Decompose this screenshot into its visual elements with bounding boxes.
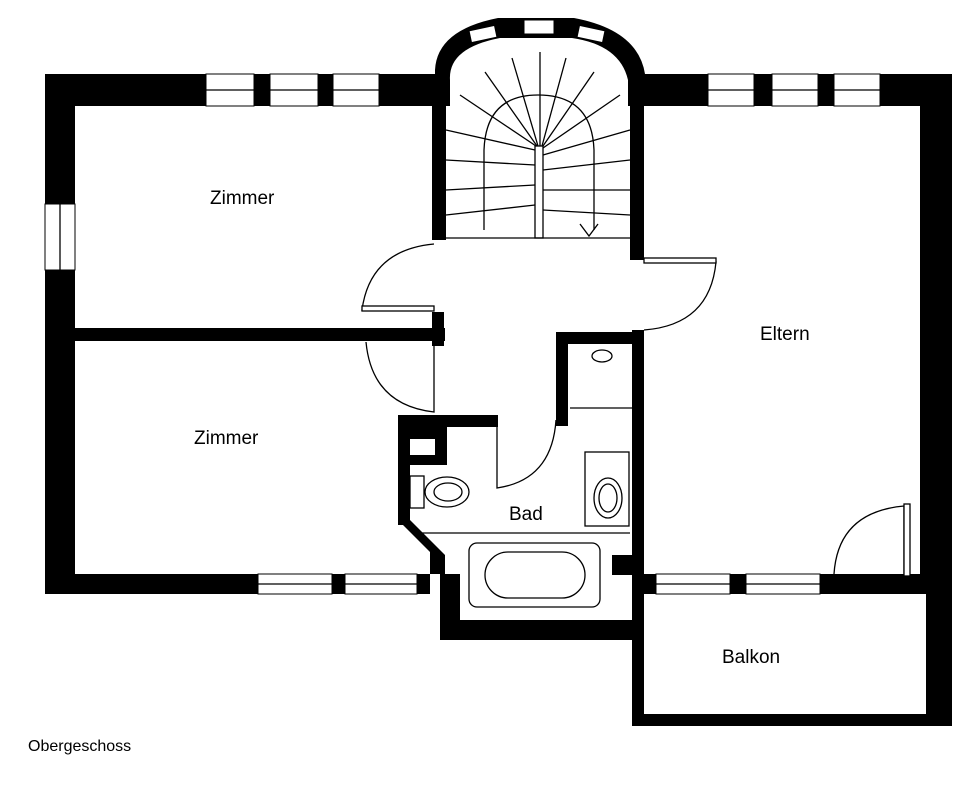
floor-caption: Obergeschoss — [28, 738, 131, 755]
room-label-eltern: Eltern — [760, 324, 810, 345]
stair-arrow-icon — [579, 223, 599, 238]
fixtures — [409, 349, 630, 608]
doors — [361, 243, 911, 577]
balkon — [632, 578, 952, 726]
wc-basin-icon — [591, 349, 613, 363]
toilet-icon — [409, 475, 470, 509]
stair-bay — [432, 18, 645, 260]
room-label-bad: Bad — [509, 504, 543, 525]
bathtub-icon — [468, 542, 601, 608]
windows — [44, 19, 881, 595]
room-label-balkon: Balkon — [722, 647, 780, 668]
room-label-zimmer-top: Zimmer — [210, 188, 275, 209]
room-label-zimmer-bottom: Zimmer — [194, 428, 259, 449]
interior-walls — [75, 312, 644, 640]
staircase — [445, 52, 631, 239]
